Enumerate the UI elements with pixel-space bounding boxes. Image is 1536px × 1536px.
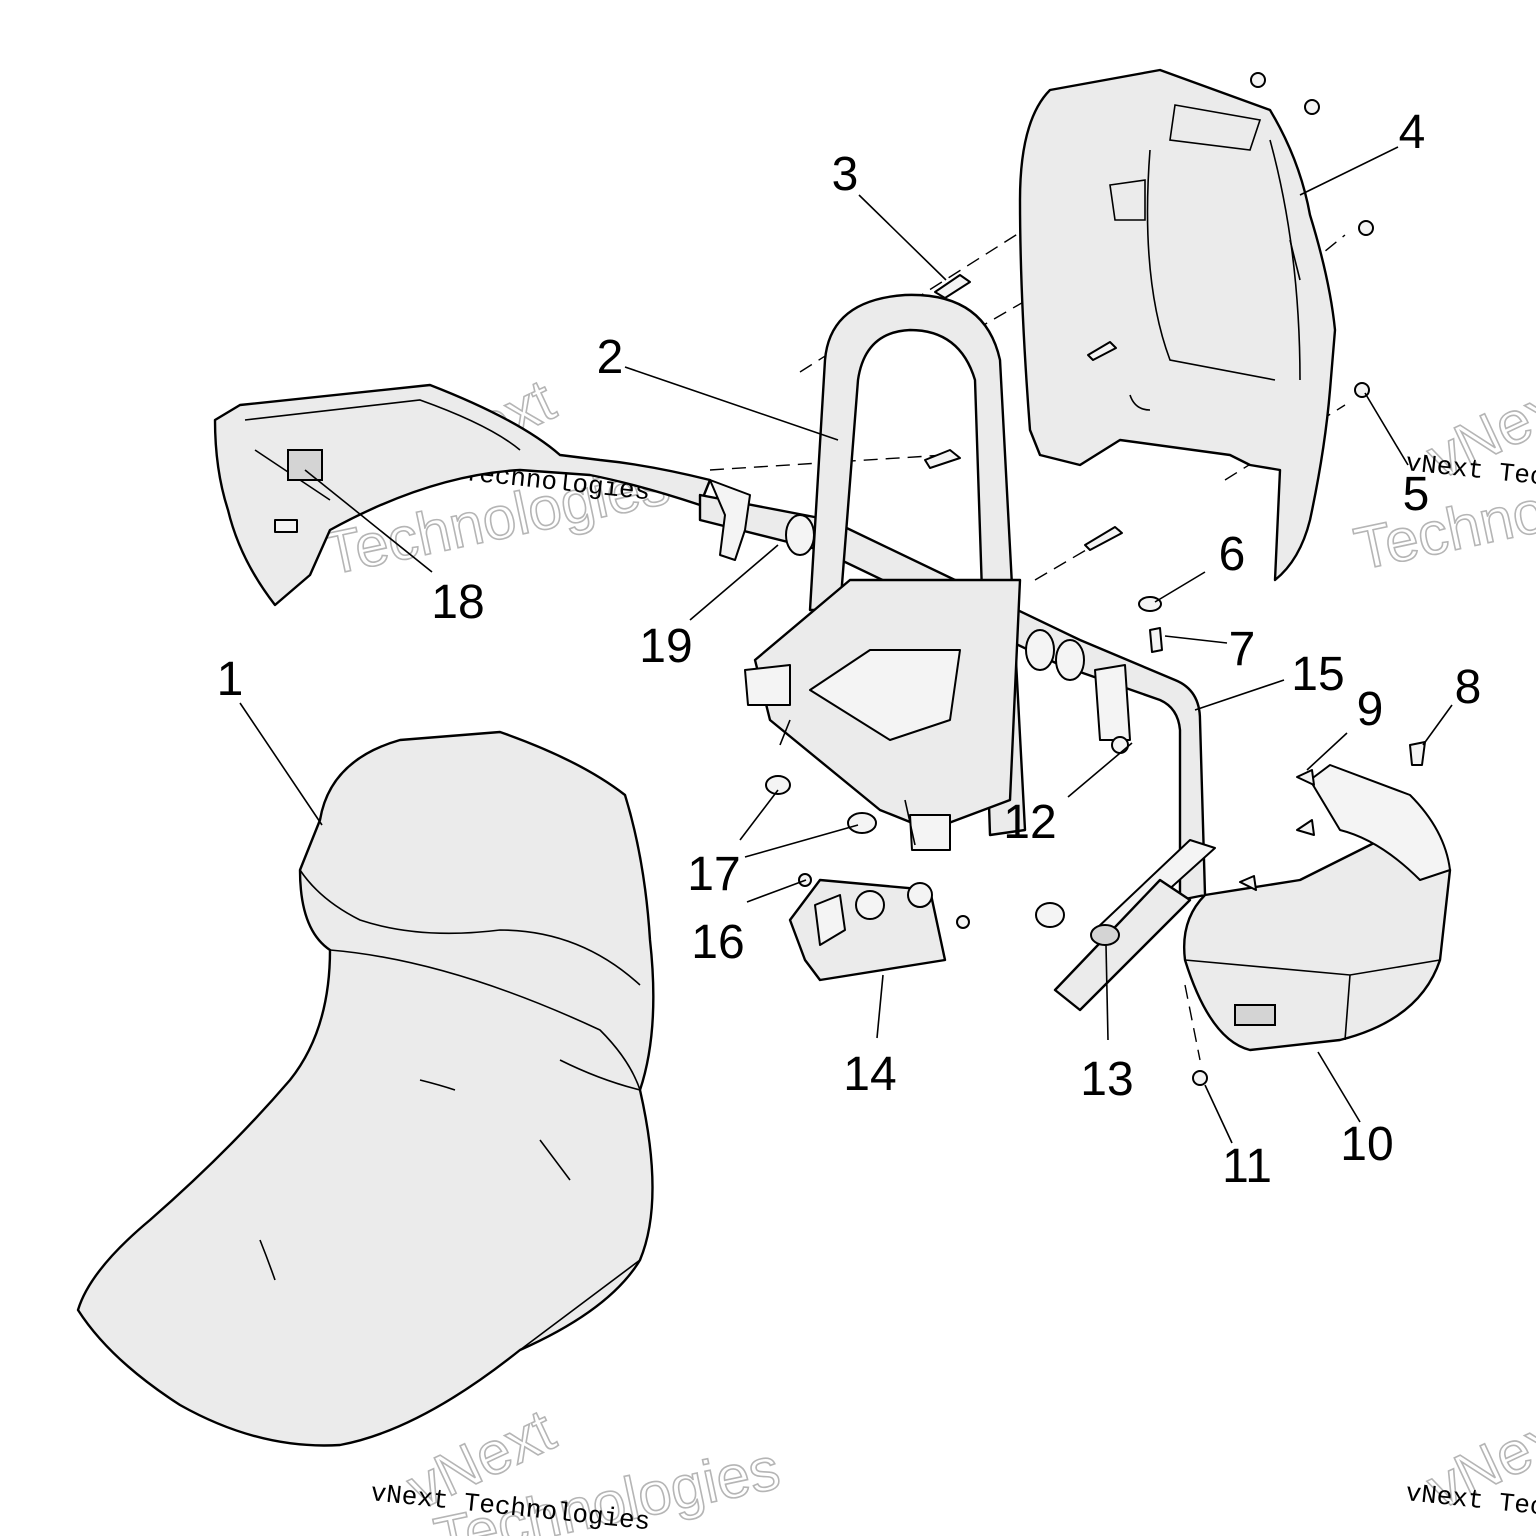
handle-loop-part: [744, 293, 1027, 851]
callout-2: 2: [597, 331, 624, 384]
callout-4: 4: [1399, 106, 1426, 159]
grommet-icon: [765, 775, 791, 795]
mount-bracket-part: [788, 878, 947, 982]
callout-5: 5: [1403, 468, 1430, 521]
callout-1: 1: [217, 653, 244, 706]
leader-lines: [239, 146, 1453, 1144]
pipe-part: [1035, 839, 1216, 1012]
callout-8: 8: [1455, 661, 1482, 714]
callout-12: 12: [1003, 796, 1056, 849]
nut-icon: [1304, 99, 1320, 115]
rivet-icon: [1149, 627, 1163, 653]
callout-7: 7: [1229, 623, 1256, 676]
screw-head-icon: [956, 915, 970, 929]
screw-head-icon: [1192, 1070, 1208, 1086]
callout-labels: 1 2 3 4 5 6 7 8 9 10 11 12 13 14 15 16 1…: [217, 106, 1482, 1193]
screw-icon: [1084, 526, 1123, 551]
back-panel-part: [1018, 68, 1337, 582]
clip-icon: [1296, 819, 1315, 836]
seat-part: [76, 730, 655, 1447]
callout-14: 14: [843, 1048, 896, 1101]
rear-cover-part: [1183, 764, 1452, 1052]
nut-icon: [1358, 220, 1374, 236]
screw-icon: [934, 274, 971, 299]
left-bracket-part: [213, 383, 712, 607]
grommet-icon: [847, 812, 877, 834]
callout-17: 17: [687, 848, 740, 901]
clip-icon: [1239, 875, 1257, 891]
callout-16: 16: [691, 916, 744, 969]
callout-19: 19: [639, 620, 692, 673]
clip-icon: [1409, 741, 1426, 766]
callout-13: 13: [1080, 1053, 1133, 1106]
callout-3: 3: [832, 148, 859, 201]
callout-6: 6: [1219, 528, 1246, 581]
callout-18: 18: [431, 576, 484, 629]
screw-icon: [924, 449, 961, 469]
callout-10: 10: [1340, 1118, 1393, 1171]
fasteners: [765, 72, 1426, 1086]
clip-icon: [1296, 769, 1315, 786]
crossbar-part: [698, 479, 1207, 902]
callout-11: 11: [1222, 1140, 1272, 1193]
washer-icon: [1138, 596, 1162, 612]
nut-icon: [1250, 72, 1266, 88]
callout-15: 15: [1291, 648, 1344, 701]
nut-icon: [1111, 736, 1129, 754]
callout-9: 9: [1357, 683, 1384, 736]
screw-icon: [1087, 341, 1117, 361]
